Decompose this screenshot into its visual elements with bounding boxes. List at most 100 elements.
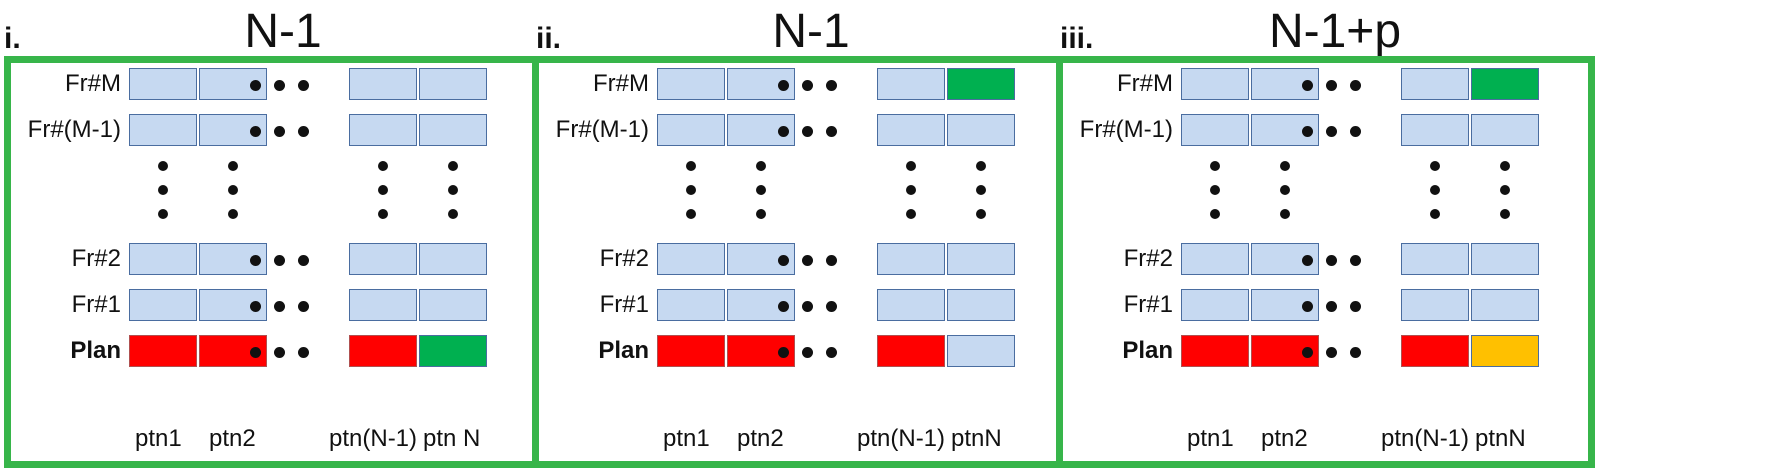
partition-cell	[129, 335, 197, 367]
panel-numeral: iii.	[1060, 22, 1094, 55]
ellipsis-dot	[976, 185, 986, 195]
ellipsis-dot	[228, 209, 238, 219]
row-label: Fr#1	[599, 291, 649, 318]
partition-cell	[349, 243, 417, 275]
column-label: ptn2	[209, 425, 256, 452]
ellipsis-dot	[1350, 80, 1361, 91]
ellipsis-dot	[778, 255, 789, 266]
column-label: ptn(N-1)	[1381, 425, 1470, 452]
ellipsis-dot	[778, 301, 789, 312]
partition-cell	[1471, 114, 1539, 146]
ellipsis-dot	[802, 80, 813, 91]
column-label: ptn N	[423, 425, 481, 452]
partition-cell	[419, 289, 487, 321]
column-label: ptnN	[951, 425, 1002, 452]
partition-cell	[1181, 68, 1249, 100]
ellipsis-dot	[448, 161, 458, 171]
row-label: Plan	[598, 337, 649, 364]
partition-cell	[1181, 243, 1249, 275]
ellipsis-dot	[1326, 126, 1337, 137]
ellipsis-dot	[274, 301, 285, 312]
ellipsis-dot	[802, 255, 813, 266]
ellipsis-dot	[1350, 301, 1361, 312]
ellipsis-dot	[906, 185, 916, 195]
ellipsis-dot	[298, 126, 309, 137]
partition-cell	[349, 114, 417, 146]
ellipsis-dot	[1302, 347, 1313, 358]
partition-cell	[877, 335, 945, 367]
partition-cell	[657, 335, 725, 367]
partition-cell	[947, 335, 1015, 367]
ellipsis-dot	[250, 126, 261, 137]
ellipsis-dot	[1210, 209, 1220, 219]
ellipsis-dot	[906, 161, 916, 171]
ellipsis-dot	[298, 80, 309, 91]
ellipsis-dot	[1350, 126, 1361, 137]
ellipsis-dot	[1280, 161, 1290, 171]
panel-title: N-1	[772, 5, 850, 58]
ellipsis-dot	[250, 301, 261, 312]
ellipsis-dot	[1302, 126, 1313, 137]
partition-cell	[419, 335, 487, 367]
ellipsis-dot	[250, 80, 261, 91]
row-label: Fr#2	[1123, 245, 1173, 272]
partition-cell	[1471, 243, 1539, 275]
partition-cell	[657, 114, 725, 146]
ellipsis-dot	[686, 161, 696, 171]
ellipsis-dot	[158, 185, 168, 195]
ellipsis-dot	[802, 347, 813, 358]
ellipsis-dot	[250, 347, 261, 358]
ellipsis-dot	[1350, 347, 1361, 358]
ellipsis-dot	[802, 126, 813, 137]
partition-cell	[657, 289, 725, 321]
partition-cell	[657, 243, 725, 275]
column-label: ptn(N-1)	[857, 425, 946, 452]
ellipsis-dot	[250, 255, 261, 266]
partition-cell	[199, 243, 267, 275]
ellipsis-dot	[1210, 185, 1220, 195]
partition-cell	[1401, 335, 1469, 367]
partition-cell	[657, 68, 725, 100]
row-label: Fr#1	[71, 291, 121, 318]
ellipsis-dot	[1430, 161, 1440, 171]
panel-title: N-1+p	[1268, 5, 1402, 58]
ellipsis-dot	[778, 80, 789, 91]
ellipsis-dot	[274, 126, 285, 137]
partition-cell	[947, 68, 1015, 100]
ellipsis-dot	[1302, 301, 1313, 312]
partition-cell	[129, 114, 197, 146]
column-label: ptnN	[1475, 425, 1526, 452]
ellipsis-dot	[906, 209, 916, 219]
ellipsis-dot	[228, 161, 238, 171]
ellipsis-dot	[228, 185, 238, 195]
ellipsis-dot	[756, 161, 766, 171]
partition-cell	[349, 68, 417, 100]
column-label: ptn1	[135, 425, 182, 452]
partition-cell	[349, 335, 417, 367]
ellipsis-dot	[158, 209, 168, 219]
partition-cell	[1181, 289, 1249, 321]
partition-cell	[1401, 289, 1469, 321]
ellipsis-dot	[298, 347, 309, 358]
row-label: Fr#1	[1123, 291, 1173, 318]
partition-cell	[419, 68, 487, 100]
ellipsis-dot	[1350, 255, 1361, 266]
ellipsis-dot	[1500, 161, 1510, 171]
ellipsis-dot	[826, 80, 837, 91]
ellipsis-dot	[976, 209, 986, 219]
partition-cell	[877, 243, 945, 275]
ellipsis-dot	[378, 185, 388, 195]
column-label: ptn2	[1261, 425, 1308, 452]
row-label: Fr#2	[599, 245, 649, 272]
partition-cell	[349, 289, 417, 321]
row-label: Fr#M	[65, 70, 121, 97]
row-label: Fr#(M-1)	[27, 116, 121, 143]
row-label: Fr#(M-1)	[555, 116, 649, 143]
partition-cell	[1181, 114, 1249, 146]
ellipsis-dot	[756, 185, 766, 195]
